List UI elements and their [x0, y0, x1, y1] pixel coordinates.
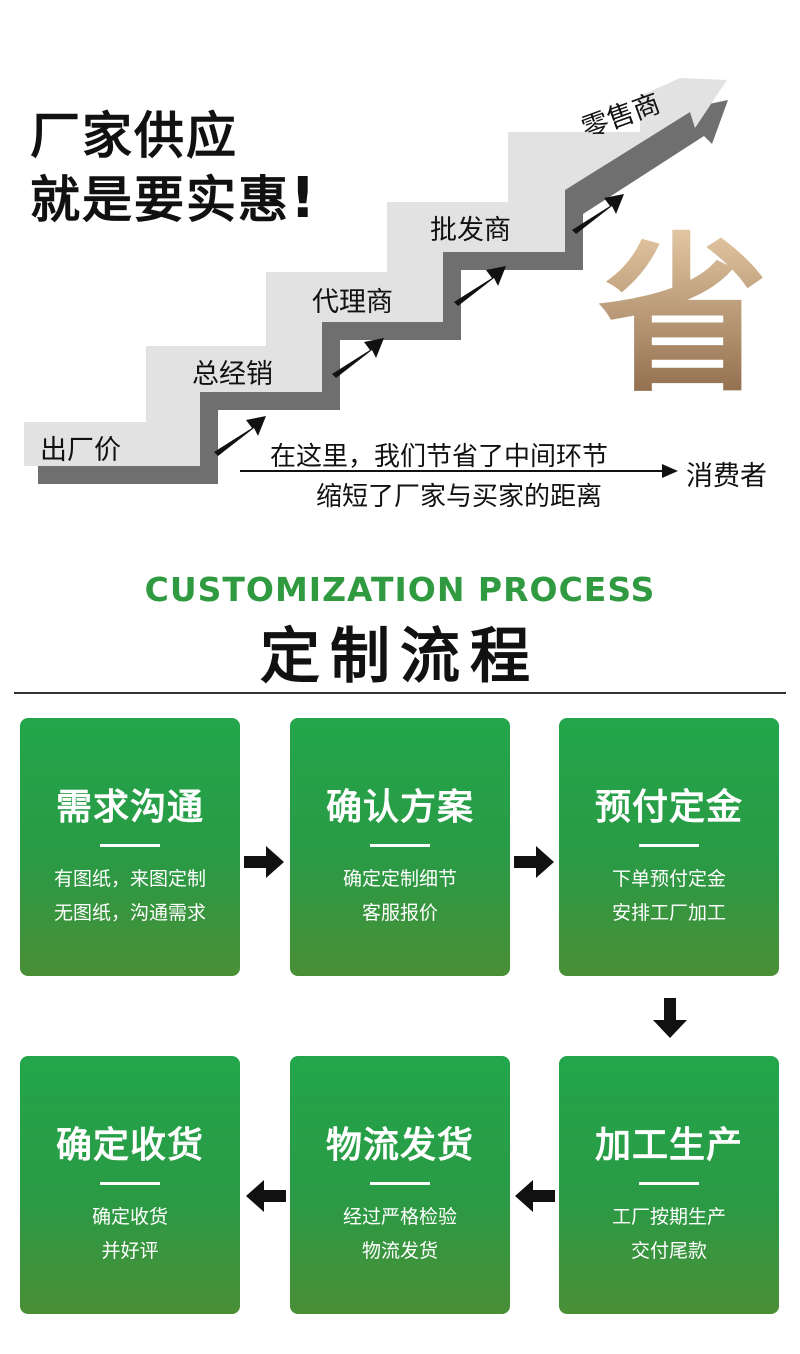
- card-title: 确认方案: [325, 787, 474, 828]
- card-desc: 经过严格检验 物流发货: [290, 1200, 510, 1268]
- save-character: 省: [598, 218, 769, 416]
- headline-exclaim: !: [290, 166, 318, 231]
- card-desc-line1: 有图纸，来图定制: [53, 868, 206, 890]
- headline-line2-text: 就是要实惠: [30, 171, 290, 229]
- card-desc-line1: 下单预付定金: [611, 868, 726, 890]
- card-desc: 确定定制细节 客服报价: [290, 862, 510, 930]
- card-divider: [639, 1182, 699, 1185]
- process-card-deposit: 预付定金 下单预付定金 安排工厂加工: [559, 718, 779, 976]
- card-divider: [370, 1182, 430, 1185]
- process-title-en: CUSTOMIZATION PROCESS: [144, 570, 656, 609]
- process-card-production: 加工生产 工厂按期生产 交付尾款: [559, 1056, 779, 1314]
- arrow-left-icon: [246, 1180, 286, 1212]
- process-card-shipping: 物流发货 经过严格检验 物流发货: [290, 1056, 510, 1314]
- consumer-arrow-head: [662, 464, 678, 478]
- card-desc-line2: 交付尾款: [630, 1240, 707, 1262]
- card-desc-line2: 客服报价: [361, 902, 438, 924]
- card-divider: [639, 844, 699, 847]
- step-label-wholesaler: 批发商: [430, 215, 511, 246]
- staircase-illustration: [24, 78, 728, 484]
- step-label-general-distributor: 总经销: [192, 359, 273, 390]
- step-label-factory-price: 出厂价: [40, 435, 121, 466]
- card-desc-line2: 并好评: [101, 1240, 159, 1262]
- arrow-right-icon: [244, 846, 284, 878]
- arrow-right-icon: [514, 846, 554, 878]
- card-desc-line1: 经过严格检验: [342, 1206, 457, 1228]
- step-arrows: [214, 194, 624, 456]
- card-title: 加工生产: [594, 1125, 743, 1166]
- staircase-face: [24, 78, 727, 466]
- card-desc-line2: 无图纸，沟通需求: [53, 902, 206, 924]
- card-title: 需求沟通: [55, 787, 204, 828]
- arrow-left-icon: [515, 1180, 555, 1212]
- staircase-shadow: [38, 100, 728, 484]
- card-divider: [100, 844, 160, 847]
- arrow-down-icon: [653, 998, 687, 1038]
- card-desc-line1: 确定定制细节: [342, 868, 457, 890]
- card-title: 物流发货: [325, 1125, 474, 1166]
- process-title-cn: 定制流程: [260, 622, 540, 692]
- card-desc: 有图纸，来图定制 无图纸，沟通需求: [20, 862, 240, 930]
- card-desc-line1: 确定收货: [91, 1206, 168, 1228]
- card-desc: 确定收货 并好评: [20, 1200, 240, 1268]
- card-divider: [100, 1182, 160, 1185]
- divider: [14, 692, 786, 694]
- saving-text-line1: 在这里，我们节省了中间环节: [270, 442, 609, 472]
- consumer-label: 消费者: [686, 461, 767, 492]
- saving-text-line2: 缩短了厂家与买家的距离: [316, 482, 603, 512]
- card-desc-line2: 物流发货: [361, 1240, 438, 1262]
- card-divider: [370, 844, 430, 847]
- process-card-requirement: 需求沟通 有图纸，来图定制 无图纸，沟通需求: [20, 718, 240, 976]
- card-desc: 下单预付定金 安排工厂加工: [559, 862, 779, 930]
- process-card-confirm-receipt: 确定收货 确定收货 并好评: [20, 1056, 240, 1314]
- headline-line1: 厂家供应: [30, 107, 238, 165]
- card-desc-line2: 安排工厂加工: [611, 902, 726, 924]
- step-label-agent: 代理商: [312, 287, 393, 318]
- card-desc: 工厂按期生产 交付尾款: [559, 1200, 779, 1268]
- process-card-confirm-plan: 确认方案 确定定制细节 客服报价: [290, 718, 510, 976]
- card-title: 预付定金: [594, 787, 743, 828]
- headline-line2: 就是要实惠!: [30, 160, 318, 232]
- card-title: 确定收货: [55, 1125, 204, 1166]
- card-desc-line1: 工厂按期生产: [611, 1206, 726, 1228]
